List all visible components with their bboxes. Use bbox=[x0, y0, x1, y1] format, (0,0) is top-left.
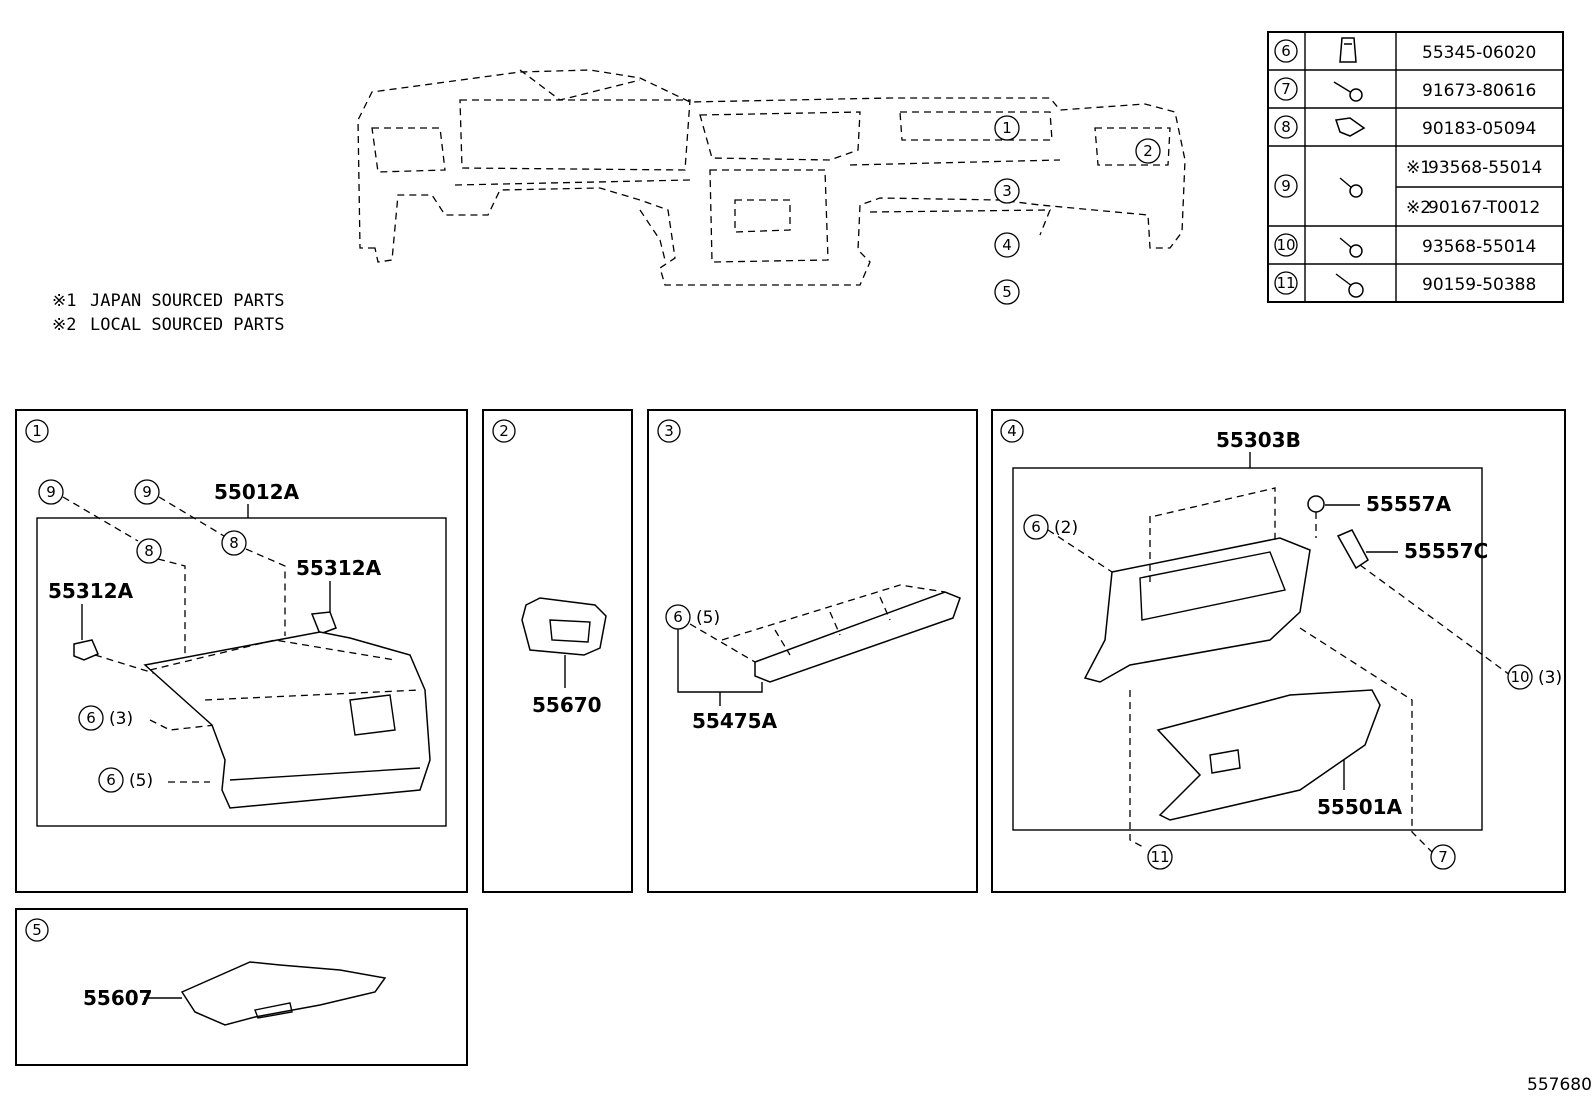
table-part-8: 90183-05094 bbox=[1422, 119, 1536, 139]
clip-55312A bbox=[310, 611, 337, 635]
panel-3-number: 3 bbox=[664, 422, 674, 440]
panel-2: 2 55670 bbox=[482, 409, 633, 893]
panel-2-number: 2 bbox=[499, 422, 509, 440]
panel-4: 4 55303B 55557A 55557C 6 (2) 10 (3) 5550… bbox=[991, 409, 1566, 893]
panel-5-number: 5 bbox=[32, 921, 42, 939]
trim-strip-part bbox=[754, 591, 961, 683]
glove-box-housing-part bbox=[1083, 537, 1311, 683]
callout-9: 9 bbox=[46, 483, 56, 501]
panel-5: 5 55607 bbox=[15, 908, 468, 1066]
callout-8: 8 bbox=[144, 542, 154, 560]
overview-callout-5: 5 bbox=[1002, 283, 1012, 301]
callout-8: 8 bbox=[229, 534, 239, 552]
part-55557A-label: 55557A bbox=[1366, 492, 1452, 516]
part-55012A-label: 55012A bbox=[214, 480, 300, 504]
table-part-9-2: 90167-T0012 bbox=[1428, 198, 1540, 218]
upper-panel-part bbox=[143, 631, 431, 809]
glove-box-door-part bbox=[1156, 689, 1381, 821]
clip-55312A bbox=[73, 639, 99, 661]
panel-4-number: 4 bbox=[1007, 422, 1017, 440]
overview-callout-4: 4 bbox=[1002, 236, 1012, 254]
table-part-7: 91673-80616 bbox=[1422, 81, 1536, 101]
bolt-icon bbox=[1335, 273, 1364, 298]
part-55557A-shape bbox=[1307, 495, 1325, 513]
overview-callout-2: 2 bbox=[1143, 142, 1153, 160]
note-2-text: LOCAL SOURCED PARTS bbox=[90, 315, 284, 335]
figure-id: 557680 bbox=[1527, 1075, 1592, 1095]
table-ref-10: 10 bbox=[1276, 236, 1295, 254]
screw-icon bbox=[1333, 81, 1363, 102]
callout-6-qty: (5) bbox=[696, 608, 720, 628]
table-part-11: 90159-50388 bbox=[1422, 275, 1536, 295]
part-55557C-shape bbox=[1336, 529, 1369, 570]
callout-7: 7 bbox=[1438, 848, 1448, 866]
table-part-6: 55345-06020 bbox=[1422, 43, 1536, 63]
fastener-table: 6 55345-06020 7 91673-80616 8 90183-0509… bbox=[1267, 31, 1564, 303]
overview-callout-3: 3 bbox=[1002, 182, 1012, 200]
lower-cover-part bbox=[180, 961, 387, 1026]
clip-icon bbox=[1339, 37, 1357, 63]
part-55303B-label: 55303B bbox=[1216, 428, 1301, 452]
table-part-9-1: 93568-55014 bbox=[1428, 158, 1542, 178]
callout-6-qty: (3) bbox=[109, 709, 133, 729]
callout-9: 9 bbox=[142, 483, 152, 501]
vent-part bbox=[521, 597, 607, 656]
panel-1-number: 1 bbox=[32, 422, 42, 440]
bolt-icon bbox=[1339, 177, 1363, 198]
nut-clip-icon bbox=[1335, 117, 1366, 137]
part-55501A-label: 55501A bbox=[1317, 795, 1403, 819]
callout-10: 10 bbox=[1510, 668, 1529, 686]
table-ref-8: 8 bbox=[1281, 118, 1291, 136]
table-mark-9-2: ※2 bbox=[1406, 198, 1431, 218]
table-ref-11: 11 bbox=[1276, 274, 1295, 292]
table-ref-7: 7 bbox=[1281, 80, 1291, 98]
part-55312A-left-label: 55312A bbox=[48, 579, 134, 603]
table-part-10: 93568-55014 bbox=[1422, 237, 1536, 257]
note-2-mark: ※2 bbox=[52, 315, 76, 335]
part-55670-label: 55670 bbox=[532, 693, 602, 717]
part-55607-label: 55607 bbox=[83, 986, 153, 1010]
overview-callout-1: 1 bbox=[1002, 119, 1012, 137]
table-mark-9-1: ※1 bbox=[1406, 158, 1431, 178]
source-notes: ※1 JAPAN SOURCED PARTS ※2 LOCAL SOURCED … bbox=[52, 291, 284, 335]
callout-6: 6 bbox=[86, 709, 96, 727]
callout-11: 11 bbox=[1150, 848, 1169, 866]
callout-6-qty: (2) bbox=[1054, 518, 1078, 538]
callout-6: 6 bbox=[673, 608, 683, 626]
table-ref-6: 6 bbox=[1281, 42, 1291, 60]
part-55312A-right-label: 55312A bbox=[296, 556, 382, 580]
callout-6: 6 bbox=[106, 771, 116, 789]
part-55475A-label: 55475A bbox=[692, 709, 778, 733]
panel-1: 1 55012A 55312A 55312A 9 9 8 8 6 (3) 6 (… bbox=[15, 409, 468, 893]
table-ref-9: 9 bbox=[1281, 177, 1291, 195]
instrument-panel-overview: 1 2 3 4 5 bbox=[357, 69, 1186, 305]
panel-3: 3 6 (5) 55475A bbox=[647, 409, 978, 893]
callout-6: 6 bbox=[1031, 518, 1041, 536]
part-55557C-label: 55557C bbox=[1404, 539, 1488, 563]
callout-10-qty: (3) bbox=[1538, 668, 1562, 688]
note-1-mark: ※1 bbox=[52, 291, 76, 311]
callout-6-qty: (5) bbox=[129, 771, 153, 791]
note-1-text: JAPAN SOURCED PARTS bbox=[90, 291, 284, 311]
bolt-icon bbox=[1339, 237, 1363, 258]
